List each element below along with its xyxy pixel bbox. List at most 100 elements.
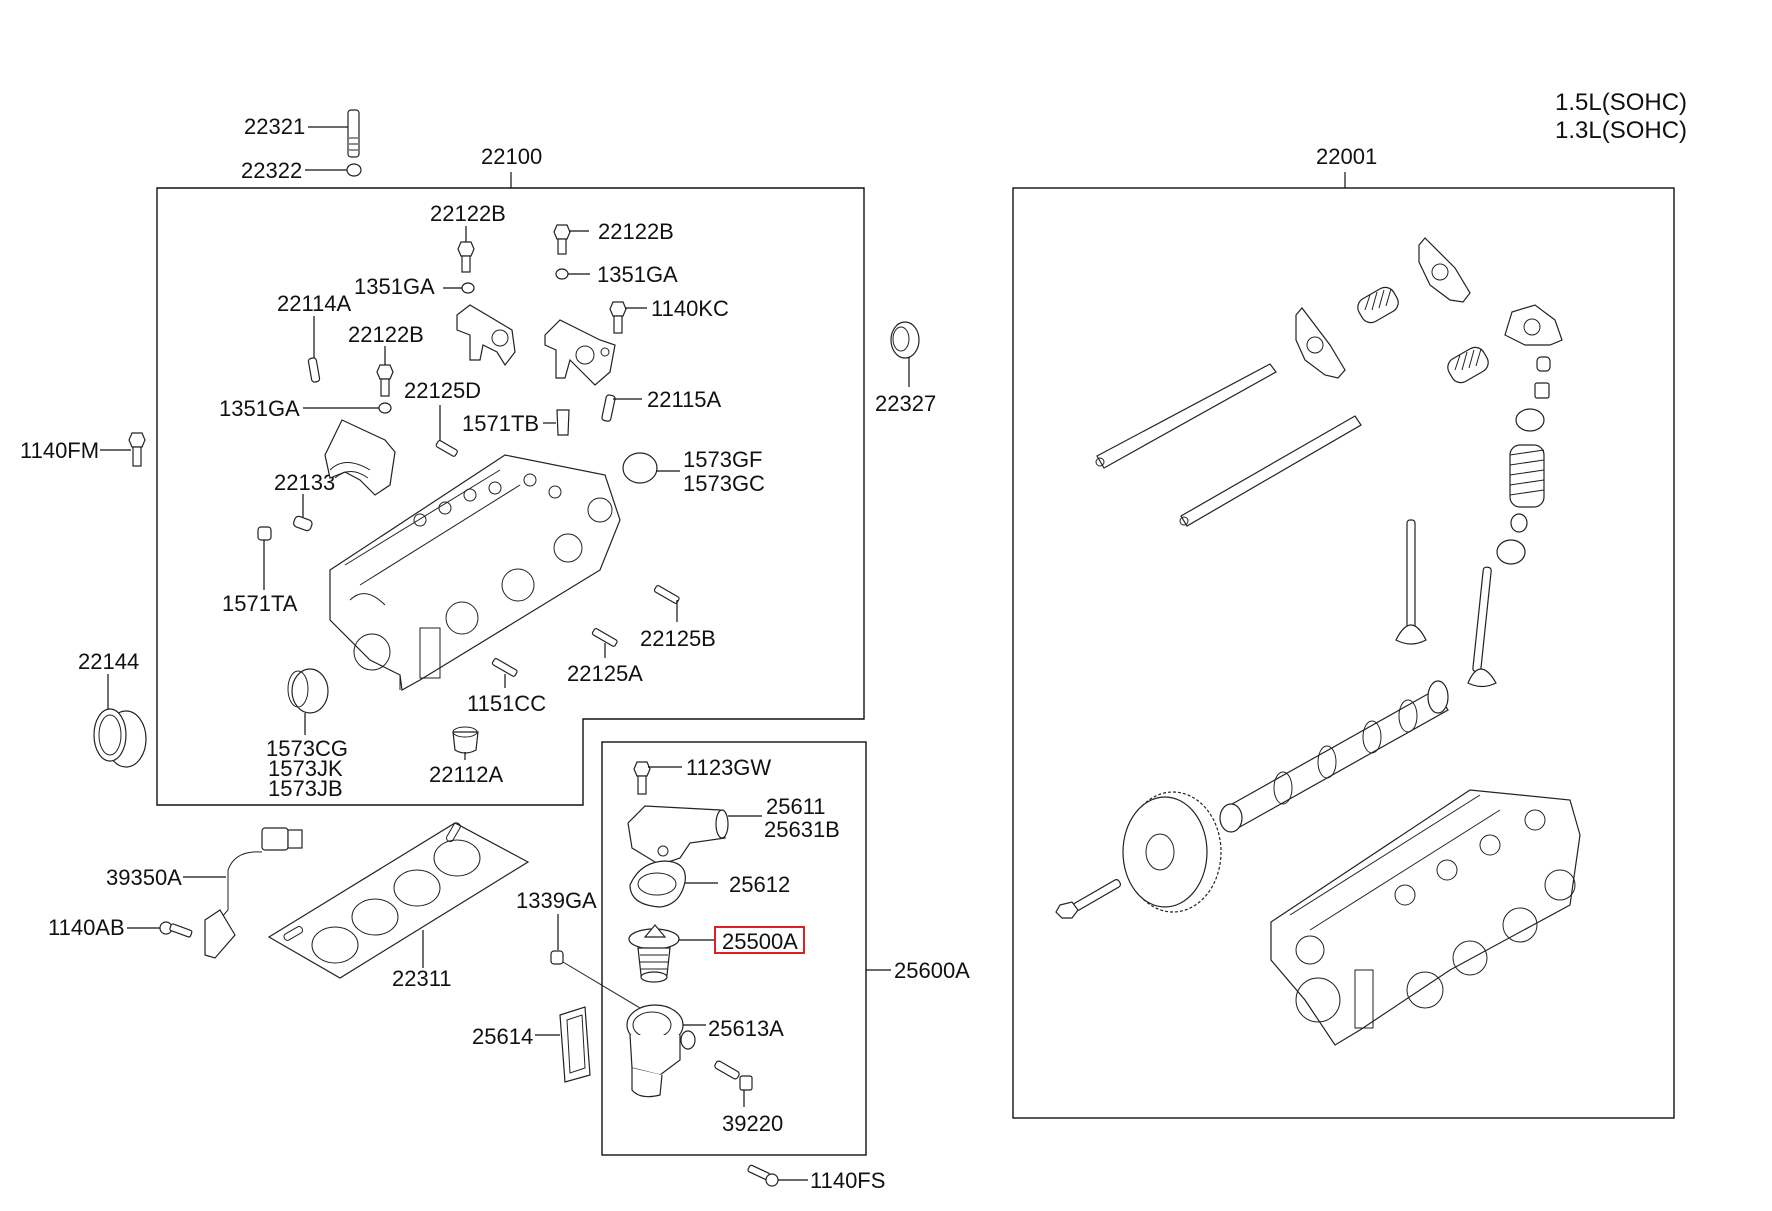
stud-icon xyxy=(653,585,680,604)
part-label-22115A[interactable]: 22115A xyxy=(647,387,722,412)
part-label-1571TB[interactable]: 1571TB xyxy=(462,411,539,436)
part-label-25500A[interactable]: 25500A xyxy=(722,929,798,954)
part-label-25631B[interactable]: 25631B xyxy=(764,817,840,842)
thermostat-icon xyxy=(628,924,680,983)
expansion-plug-icon xyxy=(622,452,658,484)
part-label-1573GF[interactable]: 1573GF xyxy=(683,447,763,472)
part-label-22322[interactable]: 22322 xyxy=(241,158,302,183)
bolt-icon xyxy=(553,224,571,255)
bolt-icon xyxy=(159,921,193,938)
rocker-arm-icon xyxy=(1418,237,1471,303)
part-label-25612[interactable]: 25612 xyxy=(729,872,790,897)
bolt-icon xyxy=(347,109,360,158)
part-label-22133[interactable]: 22133 xyxy=(274,470,335,495)
rocker-shaft-icon xyxy=(1095,363,1277,469)
nut-icon xyxy=(550,950,564,965)
camshaft-icon xyxy=(1219,680,1449,833)
engine-variant-2: 1.3L(SOHC) xyxy=(1555,117,1687,144)
cylinder-head-icon xyxy=(329,454,621,691)
part-label-39350A[interactable]: 39350A xyxy=(106,865,182,890)
part-label-22327[interactable]: 22327 xyxy=(875,391,936,416)
nut-icon xyxy=(555,268,569,280)
cylinder-head-group-box xyxy=(156,187,865,806)
part-label-1351GA[interactable]: 1351GA xyxy=(354,274,435,299)
part-label-25611[interactable]: 25611 xyxy=(766,794,826,819)
engine-variant-1: 1.5L(SOHC) xyxy=(1555,89,1687,116)
part-label-25613A[interactable]: 25613A xyxy=(708,1016,784,1041)
part-label-22122B[interactable]: 22122B xyxy=(348,322,424,347)
rocker-arm-icon xyxy=(1504,304,1563,346)
part-label-1573CG[interactable]: 1573CG xyxy=(266,736,348,761)
part-label-22125A[interactable]: 22125A xyxy=(567,661,643,686)
stud-icon xyxy=(591,628,618,647)
temperature-sensor-icon xyxy=(714,1060,753,1091)
part-label-22125B[interactable]: 22125B xyxy=(640,626,716,651)
part-label-22321[interactable]: 22321 xyxy=(244,114,305,139)
part-label-1151CC[interactable]: 1151CC xyxy=(467,691,546,716)
part-label-22122B[interactable]: 22122B xyxy=(598,219,674,244)
group-label-25600A[interactable]: 25600A xyxy=(894,958,970,983)
part-label-1573GC[interactable]: 1573GC xyxy=(683,471,765,496)
part-label-1339GA[interactable]: 1339GA xyxy=(516,888,597,913)
intake-valve-icon xyxy=(1395,519,1427,645)
camshaft-bearing-cap-icon xyxy=(456,304,516,367)
stud-icon xyxy=(435,440,458,457)
bolt-icon xyxy=(376,364,394,397)
part-label-22114A[interactable]: 22114A xyxy=(277,291,352,316)
part-label-1351GA[interactable]: 1351GA xyxy=(219,396,300,421)
group-label-22100[interactable]: 22100 xyxy=(481,144,542,169)
part-label-1140FM[interactable]: 1140FM xyxy=(20,438,99,463)
spring-retainer-icon xyxy=(1515,408,1545,432)
part-label-1573JB[interactable]: 1573JB xyxy=(268,776,343,801)
cylinder-head-assembly-icon xyxy=(1270,789,1581,1046)
water-outlet-icon xyxy=(627,805,729,866)
highlight-box xyxy=(714,926,805,954)
bolt-icon xyxy=(633,761,651,795)
bolt-icon xyxy=(128,432,146,467)
head-gasket-icon xyxy=(267,822,530,979)
part-label-22311[interactable]: 22311 xyxy=(392,966,452,991)
valve-spring-icon xyxy=(1509,444,1545,508)
valve-cotter-icon xyxy=(1534,382,1550,399)
plug-icon xyxy=(556,409,570,436)
part-label-1571TA[interactable]: 1571TA xyxy=(222,591,298,616)
rocker-arm-icon xyxy=(1295,307,1346,379)
gasket-icon xyxy=(629,860,686,908)
part-label-22122B[interactable]: 22122B xyxy=(430,201,506,226)
part-label-1140FS[interactable]: 1140FS xyxy=(810,1168,885,1193)
part-label-1573JK[interactable]: 1573JK xyxy=(268,756,343,781)
part-label-1351GA[interactable]: 1351GA xyxy=(597,262,678,287)
thermostat-housing-icon xyxy=(626,1004,696,1098)
rocker-spring-icon xyxy=(1357,286,1399,324)
part-label-22144[interactable]: 22144 xyxy=(78,649,139,674)
camshaft-sprocket-icon xyxy=(1122,791,1222,913)
plug-icon xyxy=(293,515,313,532)
dowel-pin-icon xyxy=(601,394,616,422)
camshaft-bearing-cap-icon xyxy=(544,319,616,386)
bolt-icon xyxy=(457,241,475,273)
part-label-1140AB[interactable]: 1140AB xyxy=(48,915,125,940)
group-label-22001[interactable]: 22001 xyxy=(1316,144,1377,169)
expansion-plug-icon xyxy=(287,668,329,714)
exhaust-valve-icon xyxy=(1467,566,1497,688)
part-label-22112A[interactable]: 22112A xyxy=(429,762,504,787)
part-label-39220[interactable]: 39220 xyxy=(722,1111,783,1136)
rocker-shaft-icon xyxy=(1179,415,1362,527)
stud-icon xyxy=(491,658,518,677)
alignment-line xyxy=(562,961,641,1009)
dowel-pin-icon xyxy=(307,357,321,383)
part-label-22125D[interactable]: 22125D xyxy=(404,378,481,403)
part-label-1140KC[interactable]: 1140KC xyxy=(651,296,729,321)
bolt-icon xyxy=(747,1164,779,1187)
rocker-spring-icon xyxy=(1447,346,1489,384)
part-label-25614[interactable]: 25614 xyxy=(472,1024,533,1049)
part-label-1123GW[interactable]: 1123GW xyxy=(686,755,771,780)
camshaft-position-sensor-icon xyxy=(204,827,303,959)
bolt-icon xyxy=(609,301,627,334)
gasket-icon xyxy=(559,1006,591,1083)
thermostat-group-box xyxy=(601,741,867,1156)
oil-seal-icon xyxy=(93,708,147,768)
valve-stem-seal-icon xyxy=(1510,513,1528,533)
valve-adjuster-icon xyxy=(1536,356,1551,372)
